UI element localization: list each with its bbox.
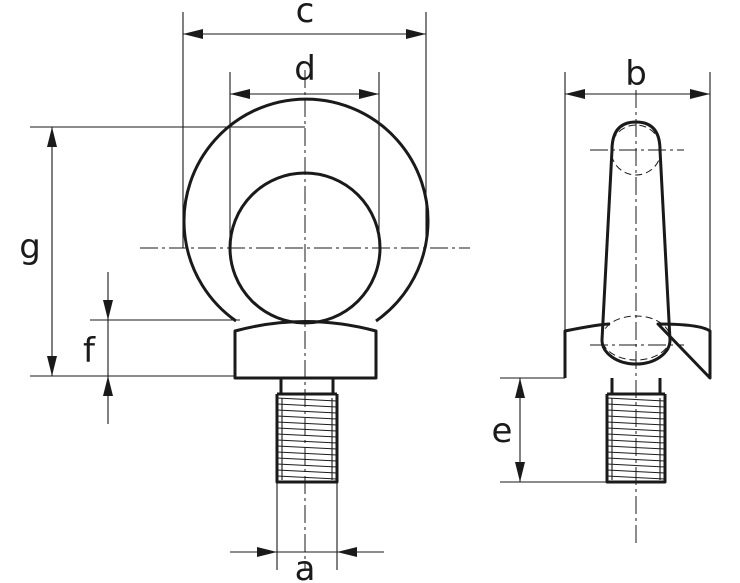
label-d: d [294,49,316,89]
side-view: b e [492,54,712,545]
side-shank [610,378,662,394]
extension-lines-front [30,12,427,570]
shank [279,378,335,394]
label-f: f [83,331,96,371]
collar [233,320,378,380]
front-view: c d g f a [19,0,470,583]
thread-front [275,392,339,484]
label-g: g [19,227,41,267]
side-eye-profile [600,120,672,366]
label-e: e [492,411,513,451]
label-c: c [296,0,315,31]
eye-ring [182,97,430,323]
label-a: a [295,549,316,583]
side-collar [563,322,712,380]
label-b: b [625,54,647,94]
extension-lines-side [500,72,711,483]
